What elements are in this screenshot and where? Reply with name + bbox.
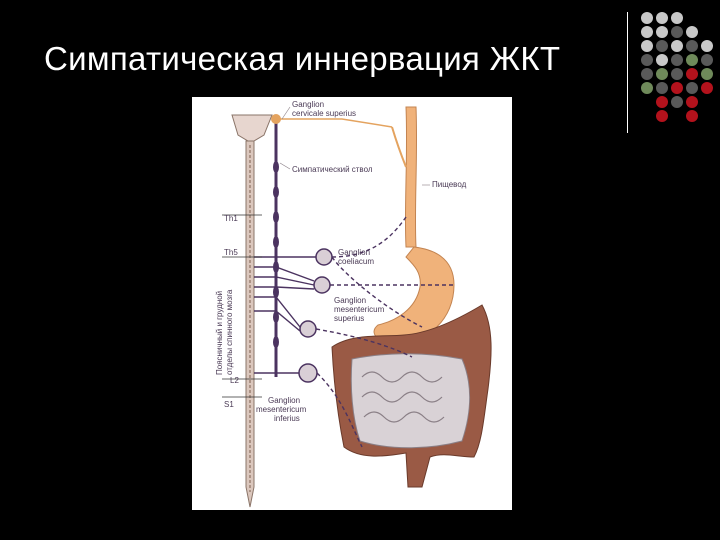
preganglionic-nerves — [254, 256, 316, 374]
label-ganglion-cervicale-2: cervicale superius — [292, 109, 356, 118]
label-esophagus: Пищевод — [432, 180, 467, 189]
deco-dot — [686, 96, 698, 108]
anatomy-diagram: Ganglion cervicale superius Симпатически… — [192, 97, 512, 510]
label-coeliacum-1: Ganglion — [338, 248, 370, 257]
label-s1: S1 — [224, 400, 234, 409]
deco-dot — [641, 40, 653, 52]
deco-dot — [671, 68, 683, 80]
deco-dot — [686, 26, 698, 38]
label-coeliacum-2: coeliacum — [338, 257, 374, 266]
small-intestine — [350, 353, 470, 449]
deco-dot — [641, 82, 653, 94]
deco-dot — [641, 12, 653, 24]
deco-dot — [656, 96, 668, 108]
deco-dot — [686, 68, 698, 80]
deco-dot — [671, 26, 683, 38]
spinal-cord — [245, 140, 255, 508]
label-spinal-1: Поясничный и грудной — [215, 291, 224, 375]
esophagus — [404, 106, 418, 248]
deco-dot — [701, 68, 713, 80]
ganglion-mesentericum-inferius-node — [298, 363, 318, 383]
deco-dot — [641, 54, 653, 66]
label-mes-inf-2: mesentericum — [256, 405, 307, 414]
label-th5: Th5 — [224, 248, 238, 257]
title-divider-line — [627, 12, 628, 133]
label-mes-inf-1: Ganglion — [268, 396, 300, 405]
deco-dot — [686, 110, 698, 122]
deco-dot — [671, 12, 683, 24]
ganglion-mesentericum-superius-node-2 — [299, 320, 317, 338]
spinal-level-ticks — [222, 214, 262, 398]
label-mes-inf-3: inferius — [274, 414, 300, 423]
ganglion-mesentericum-superius-node — [313, 276, 331, 294]
brainstem-shape — [231, 114, 273, 142]
deco-dot — [656, 110, 668, 122]
deco-dot — [656, 12, 668, 24]
deco-dot — [686, 40, 698, 52]
postganglionic-nerves — [315, 216, 454, 448]
deco-dot — [656, 40, 668, 52]
label-spinal-2: отделы спинного мозга — [225, 289, 234, 375]
deco-dot — [701, 54, 713, 66]
deco-dot — [656, 82, 668, 94]
label-mes-sup-2: mesentericum — [334, 305, 385, 314]
label-l2: L2 — [230, 376, 239, 385]
label-sympathetic-trunk: Симпатический ствол — [292, 165, 373, 174]
anatomy-illustration: Ganglion cervicale superius Симпатически… — [215, 100, 492, 508]
slide-title: Симпатическая иннервация ЖКТ — [44, 40, 561, 77]
label-mes-sup-1: Ganglion — [334, 296, 366, 305]
cervical-to-esophagus-nerve — [276, 118, 393, 128]
esophagus-branch — [391, 126, 407, 168]
ganglion-coeliacum-node — [315, 248, 333, 266]
label-mes-sup-3: superius — [334, 314, 364, 323]
deco-dot — [656, 26, 668, 38]
deco-dot — [641, 26, 653, 38]
deco-dot — [671, 54, 683, 66]
deco-dot — [686, 54, 698, 66]
deco-dot — [656, 68, 668, 80]
label-ganglion-cervicale-1: Ganglion — [292, 100, 324, 109]
deco-dot — [701, 40, 713, 52]
deco-dot — [641, 68, 653, 80]
intestine-coils — [361, 371, 445, 423]
deco-dot — [671, 40, 683, 52]
deco-dot — [671, 82, 683, 94]
label-leaders — [279, 106, 430, 186]
deco-dot — [701, 82, 713, 94]
label-th1: Th1 — [224, 214, 238, 223]
deco-dot — [671, 96, 683, 108]
deco-dot — [656, 54, 668, 66]
deco-dot — [686, 82, 698, 94]
